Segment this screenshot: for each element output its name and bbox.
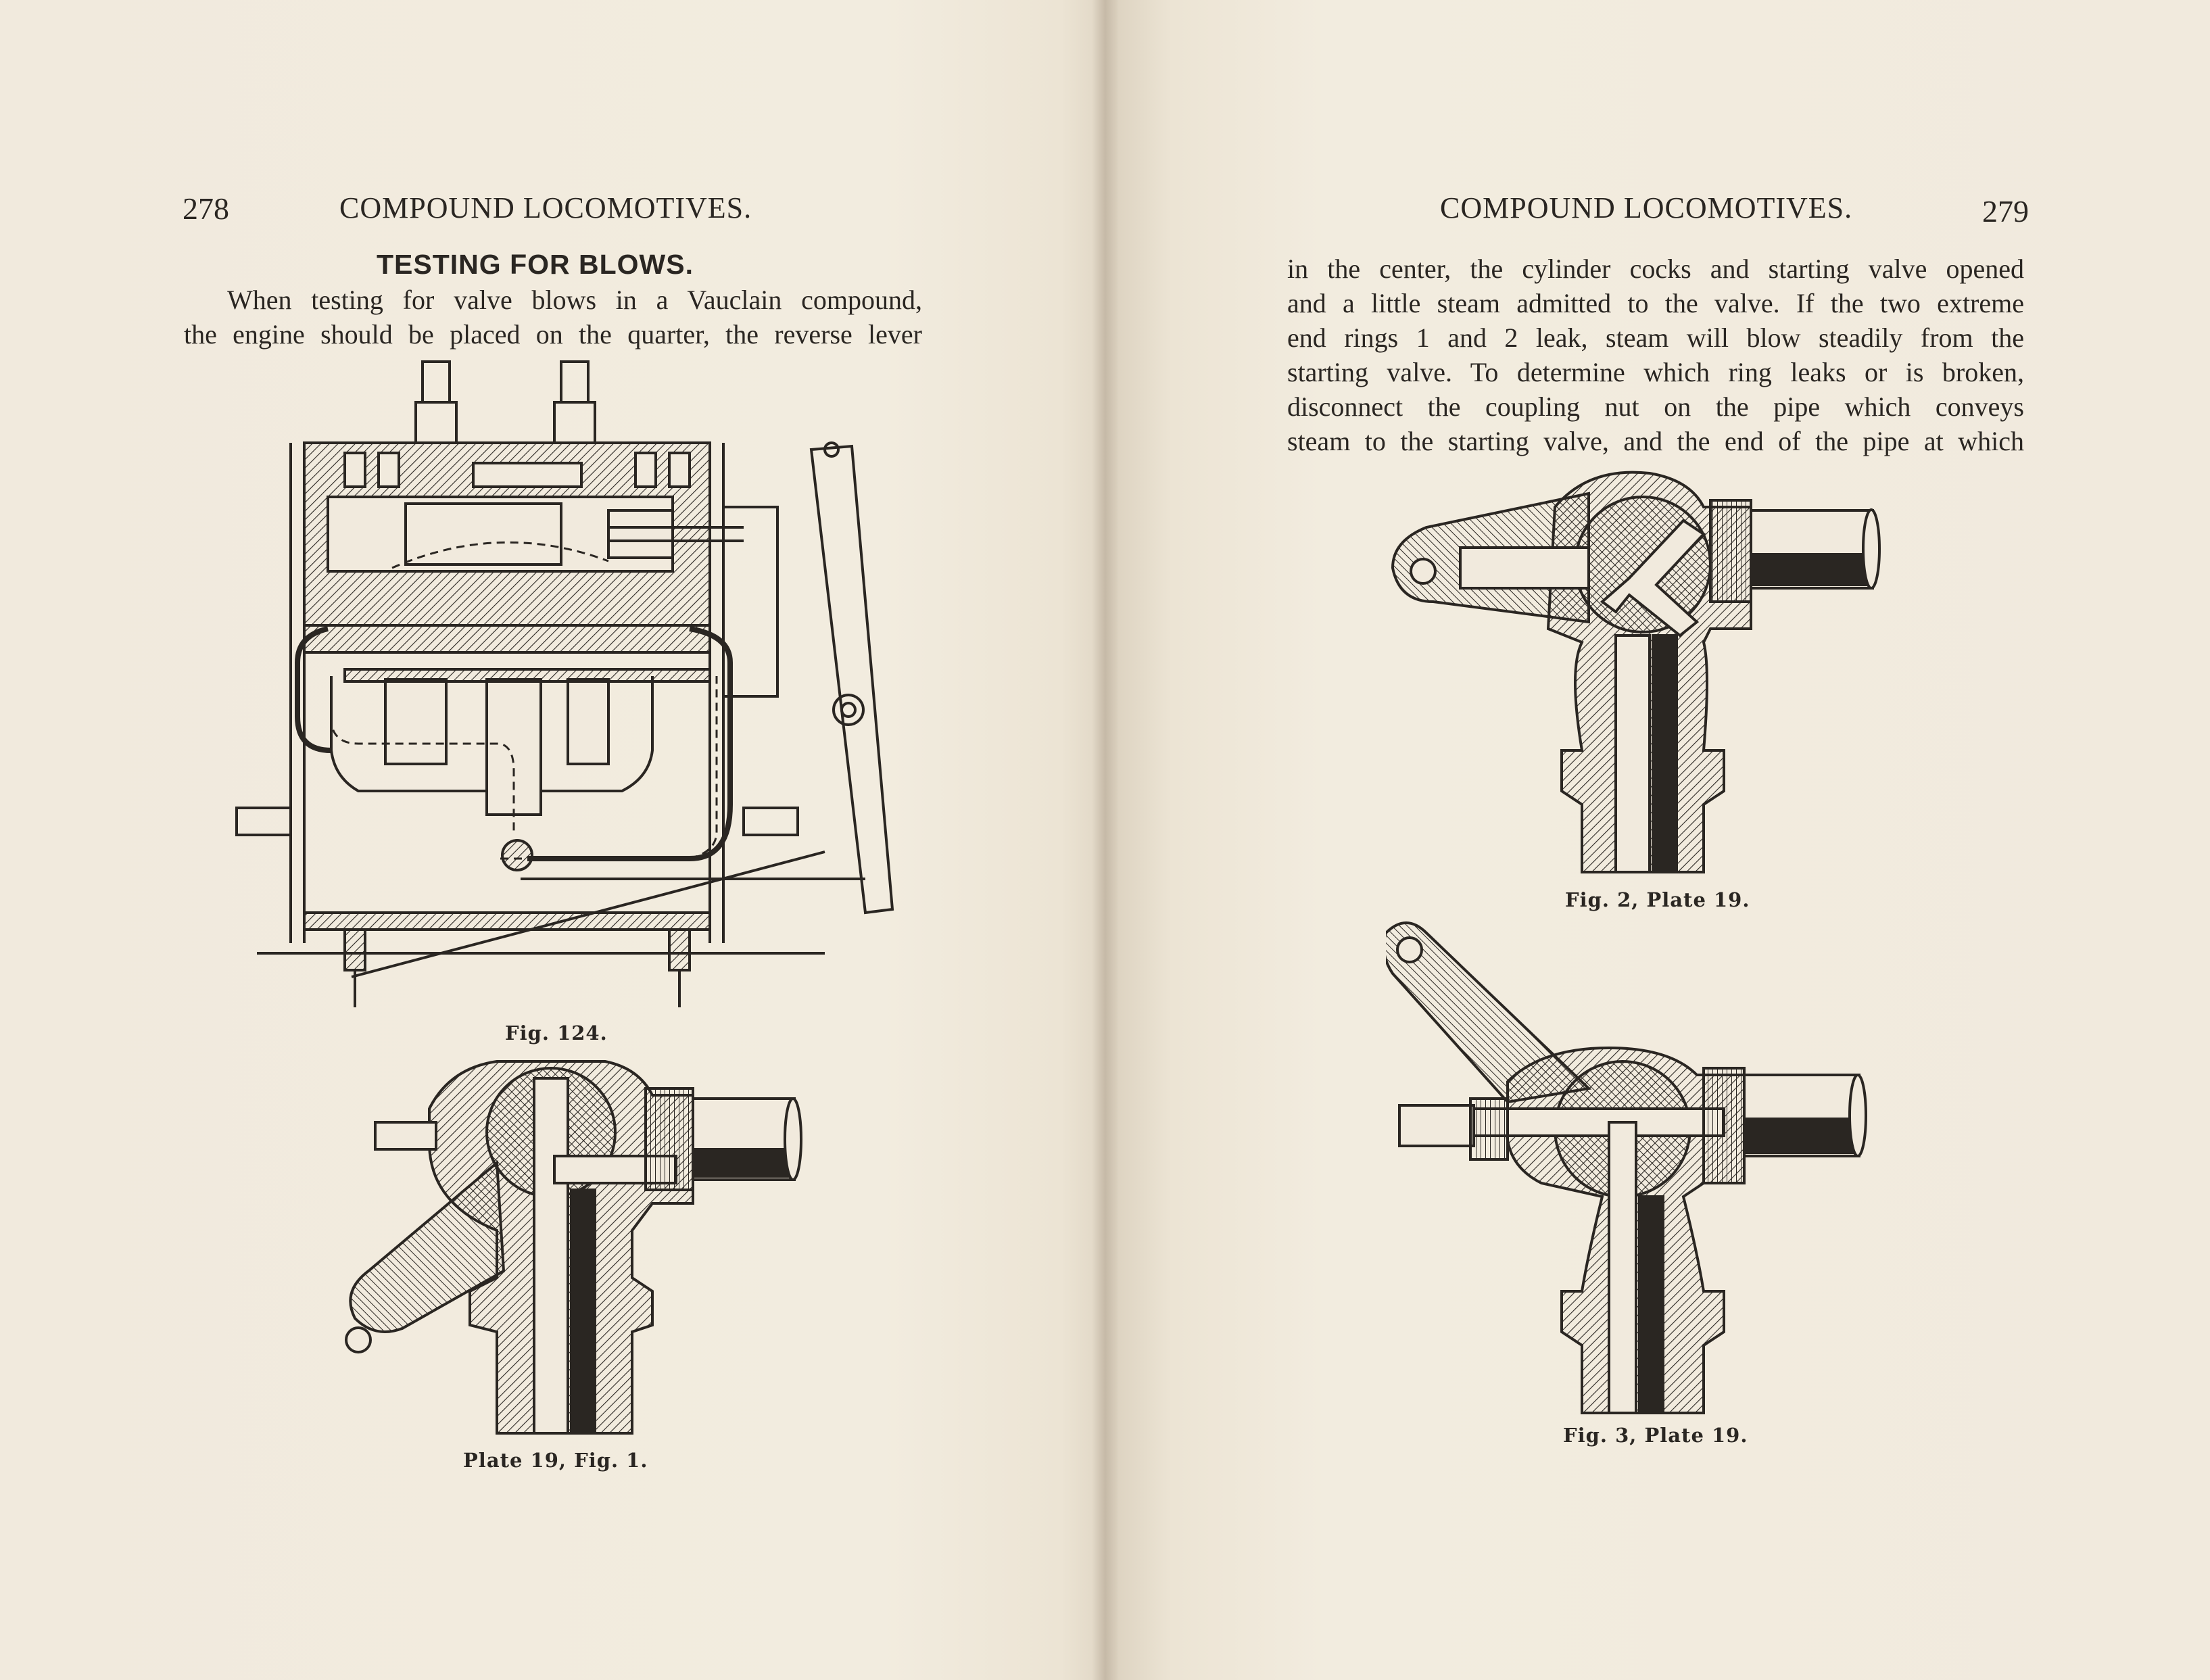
running-head: COMPOUND LOCOMOTIVES.	[339, 191, 752, 224]
left-page: 278 COMPOUND LOCOMOTIVES. TESTING FOR BL…	[0, 0, 1102, 1680]
book-gutter	[1092, 0, 1119, 1680]
text-line: the engine should be placed on the quart…	[184, 319, 922, 350]
right-page: COMPOUND LOCOMOTIVES. 279 in the center,…	[1109, 0, 2210, 1680]
text-line: and a little steam admitted to the valve…	[1287, 288, 2024, 318]
plate-19-fig-3-valve	[1386, 921, 1867, 1414]
page-number: 279	[1982, 194, 2029, 229]
body-paragraph: in the center, the cylinder cocks and st…	[1287, 251, 2024, 458]
text-line: When testing for valve blows in a Vaucla…	[227, 285, 922, 315]
text-line: end rings 1 and 2 leak, steam will blow …	[1287, 322, 2024, 353]
page-number: 278	[183, 191, 229, 226]
text-line: steam to the starting valve, and the end…	[1287, 426, 2024, 456]
text-line: starting valve. To determine which ring …	[1287, 357, 2024, 387]
body-paragraph: When testing for valve blows in a Vaucla…	[184, 283, 922, 352]
text-line: in the center, the cylinder cocks and st…	[1287, 254, 2024, 284]
figure-124-cylinder-section	[235, 360, 894, 1007]
running-head: COMPOUND LOCOMOTIVES.	[1440, 191, 1853, 224]
figure-caption: Fig. 2, Plate 19.	[1565, 888, 1750, 911]
figure-caption: Fig. 124.	[505, 1022, 608, 1045]
section-heading: TESTING FOR BLOWS.	[377, 249, 694, 280]
figure-caption: Fig. 3, Plate 19.	[1563, 1424, 1748, 1447]
text-line: disconnect the coupling nut on the pipe …	[1287, 391, 2024, 422]
figure-caption: Plate 19, Fig. 1.	[463, 1449, 648, 1472]
plate-19-fig-2-valve	[1391, 471, 1881, 873]
plate-19-fig-1-valve	[345, 1060, 802, 1435]
